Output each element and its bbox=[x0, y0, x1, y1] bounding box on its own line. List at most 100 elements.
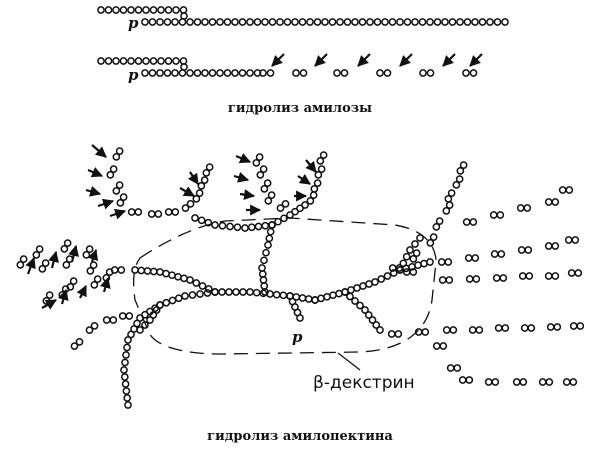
maltose-unit bbox=[432, 342, 448, 350]
glucose-unit bbox=[544, 198, 553, 206]
maltose-unit bbox=[520, 324, 536, 332]
glucose-unit bbox=[406, 246, 414, 254]
glucose-unit bbox=[551, 272, 560, 280]
glucose-unit bbox=[489, 211, 498, 219]
glucose-unit bbox=[264, 241, 272, 249]
glucose-unit bbox=[497, 250, 506, 258]
glucose-unit bbox=[455, 175, 464, 183]
glucose-unit bbox=[429, 233, 438, 241]
glucose-unit bbox=[143, 267, 152, 275]
glucose-unit bbox=[501, 324, 510, 332]
maltose-unit bbox=[197, 176, 209, 190]
glucose-unit bbox=[246, 288, 254, 296]
glucose-unit bbox=[432, 223, 441, 231]
glucose-unit bbox=[252, 288, 261, 297]
glucose-unit bbox=[164, 57, 173, 65]
maltose-unit bbox=[452, 175, 464, 189]
glucose-unit bbox=[411, 18, 419, 26]
maltose-unit bbox=[110, 266, 126, 274]
glucose-unit bbox=[186, 69, 194, 77]
maltose-unit bbox=[494, 324, 510, 332]
glucose-unit bbox=[157, 57, 165, 65]
glucose-unit bbox=[402, 252, 411, 261]
glucose-unit bbox=[121, 358, 129, 367]
maltose-unit bbox=[86, 261, 98, 275]
glucose-unit bbox=[462, 218, 471, 226]
glucose-unit bbox=[336, 18, 344, 26]
glucose-unit bbox=[403, 18, 412, 26]
glucose-unit bbox=[260, 256, 268, 265]
glucose-unit bbox=[459, 161, 468, 169]
glucose-unit bbox=[571, 236, 580, 244]
glucose-unit bbox=[264, 197, 273, 205]
glucose-unit bbox=[356, 301, 364, 310]
glucose-unit bbox=[441, 18, 449, 26]
glucose-unit bbox=[208, 18, 217, 26]
glucose-unit bbox=[233, 223, 242, 232]
maltose-unit bbox=[82, 245, 94, 259]
glucose-unit bbox=[524, 246, 533, 254]
glucose-unit bbox=[16, 261, 25, 269]
cleavage-arrow bbox=[99, 276, 111, 293]
glucose-unit bbox=[442, 207, 451, 215]
glucose-unit bbox=[299, 69, 308, 77]
maltose-unit bbox=[181, 200, 195, 212]
glucose-unit bbox=[276, 18, 284, 26]
glucose-unit bbox=[162, 298, 171, 307]
glucose-unit bbox=[163, 69, 172, 77]
maltose-unit bbox=[192, 189, 204, 203]
glucose-unit bbox=[268, 18, 277, 26]
glucose-unit bbox=[201, 18, 209, 26]
maltose-unit bbox=[414, 328, 430, 336]
glucose-unit bbox=[156, 18, 164, 26]
glucose-unit bbox=[85, 245, 94, 253]
glucose-unit bbox=[41, 259, 50, 267]
glucose-unit bbox=[203, 289, 212, 297]
glucose-unit bbox=[266, 227, 275, 236]
glucose-unit bbox=[192, 279, 201, 287]
glucose-unit bbox=[195, 189, 204, 197]
glucose-unit bbox=[109, 316, 118, 324]
glucose-unit bbox=[468, 326, 477, 334]
glucose-unit bbox=[412, 249, 421, 257]
glucose-unit bbox=[171, 69, 179, 77]
glucose-unit bbox=[456, 18, 464, 26]
glucose-unit bbox=[371, 278, 379, 286]
glucose-unit bbox=[471, 18, 479, 26]
maltose-unit bbox=[456, 161, 468, 175]
maltose-unit bbox=[484, 378, 500, 386]
cleavage-arrow bbox=[109, 208, 127, 220]
maltose-unit bbox=[518, 272, 534, 280]
glucose-unit bbox=[492, 274, 501, 282]
glucose-unit bbox=[142, 57, 150, 65]
glucose-unit bbox=[439, 342, 448, 350]
glucose-unit bbox=[205, 163, 214, 171]
glucose-unit bbox=[576, 322, 585, 330]
glucose-unit bbox=[346, 292, 354, 301]
maltose-unit bbox=[38, 259, 50, 273]
maltose-unit bbox=[446, 364, 462, 372]
glucose-unit bbox=[321, 18, 329, 26]
glucose-unit bbox=[351, 297, 359, 305]
glucose-unit bbox=[231, 69, 239, 77]
glucose-unit bbox=[276, 204, 285, 212]
amylopectin-caption: гидролиз амилопектина bbox=[207, 429, 393, 444]
glucose-unit bbox=[499, 274, 508, 282]
glucose-unit bbox=[124, 401, 132, 409]
glucose-unit bbox=[260, 185, 269, 193]
glucose-unit bbox=[246, 18, 254, 26]
glucose-unit bbox=[442, 326, 451, 334]
glucose-unit bbox=[340, 69, 349, 77]
maltose-unit bbox=[458, 376, 474, 384]
glucose-unit bbox=[259, 69, 267, 77]
glucose-unit bbox=[469, 69, 478, 77]
glucose-unit bbox=[204, 285, 213, 293]
glucose-unit bbox=[197, 182, 206, 190]
glucose-unit bbox=[223, 69, 232, 77]
glucose-unit bbox=[136, 326, 144, 334]
glucose-unit bbox=[475, 326, 484, 334]
glucose-unit bbox=[418, 18, 427, 26]
glucose-unit bbox=[274, 217, 282, 226]
glucose-unit bbox=[104, 6, 113, 14]
glucose-unit bbox=[171, 18, 179, 26]
